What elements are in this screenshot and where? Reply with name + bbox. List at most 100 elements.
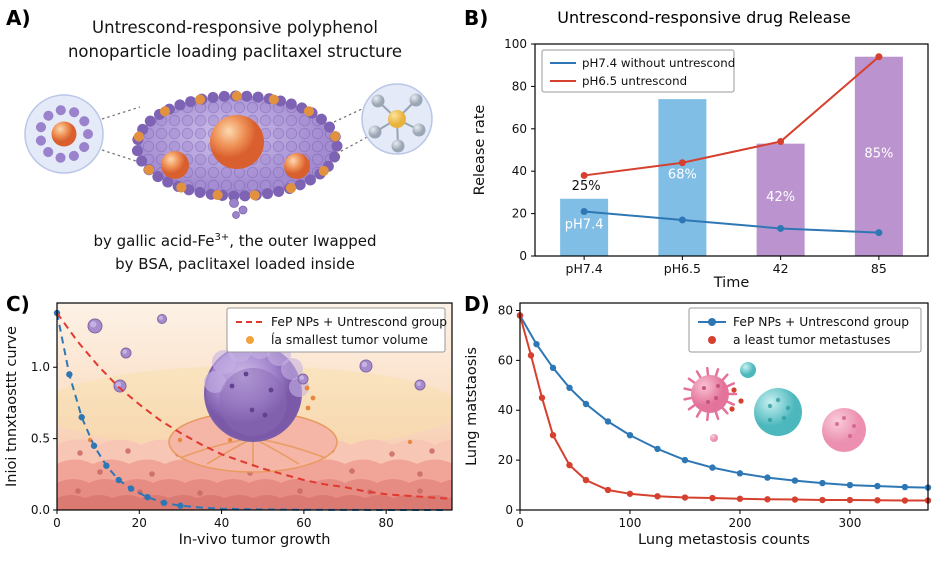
chart-label: 20 — [512, 207, 527, 221]
legend-label: pH6.5 untrescond — [582, 74, 687, 88]
series — [580, 53, 883, 237]
chart-label: 0.0 — [31, 503, 50, 517]
legend-label: FeP NPs + Untrescond group — [733, 315, 909, 329]
marker — [764, 496, 771, 503]
marker — [654, 445, 661, 453]
chart-label: 40 — [498, 403, 513, 417]
plot-border — [519, 302, 929, 511]
marker — [709, 494, 716, 502]
callout-connector — [335, 135, 370, 155]
marker — [626, 431, 634, 439]
callout-connector — [101, 106, 141, 120]
chart-label: 1.0 — [31, 360, 50, 374]
panel-a-title-line2: nonoparticle loading paclitaxel structur… — [67, 41, 403, 61]
chart-label: 80 — [379, 516, 394, 530]
series-line-1 — [583, 55, 880, 177]
marker — [681, 456, 689, 464]
marker — [901, 497, 909, 504]
marker — [874, 497, 881, 504]
chart-label: 0.5 — [31, 432, 50, 446]
legend-label: ĺa smallest tumor volume — [271, 332, 428, 347]
marker — [846, 481, 854, 489]
marker — [678, 216, 686, 224]
marker — [736, 495, 744, 502]
marker — [533, 340, 540, 348]
chart-label: 60 — [498, 353, 513, 367]
marker — [654, 493, 661, 500]
marker — [874, 482, 881, 490]
series — [516, 312, 932, 504]
marker — [777, 138, 785, 146]
y-axis-label: Inioi tnnxtaosttt curve — [4, 326, 20, 487]
marker — [791, 477, 799, 484]
bar-inner-label: 85% — [864, 146, 893, 161]
marker — [875, 229, 883, 237]
pink-cell — [822, 408, 866, 452]
legend: pH7.4 without untrescond pH6.5 untrescond — [541, 49, 735, 93]
plot-border — [56, 302, 453, 511]
paclitaxel-core-small — [284, 153, 310, 179]
right-callout-molecule-icon — [361, 83, 433, 155]
x-axis-label: Time — [713, 275, 750, 291]
legend-label: FeP NPs + Untrescond group — [271, 315, 447, 329]
marker — [819, 496, 826, 504]
legend: FeP NPs + Untrescond group ĺa smallest tu… — [226, 307, 447, 353]
spiky-pink-cell — [691, 375, 729, 413]
chart-label: 0 — [53, 516, 61, 530]
bar-42 — [756, 143, 805, 256]
marker — [626, 490, 634, 497]
bars — [560, 56, 903, 257]
chart-label: 85 — [871, 261, 887, 276]
tumor-tissue-illustration — [57, 303, 452, 510]
chart-label: 0 — [505, 503, 513, 517]
chart-label: 60 — [296, 516, 311, 530]
chart-label: 80 — [512, 79, 527, 93]
callout-connector — [333, 107, 365, 123]
panel-a-title-line1: Untrescond-responsive polyphenol — [92, 18, 378, 37]
panel-d-label: D) — [464, 292, 490, 316]
plot-border — [534, 43, 929, 257]
marker — [580, 207, 588, 215]
teal-cell — [754, 388, 802, 436]
marker — [566, 384, 573, 391]
chart-label: pH7.4 — [566, 261, 603, 276]
panel-a-title: Untrescond-responsive polyphenol nonopar… — [25, 16, 445, 64]
marker — [582, 400, 590, 408]
marker — [127, 485, 135, 492]
panel-a-illustration — [24, 83, 433, 219]
chart-label: 20 — [498, 453, 513, 467]
chart-label: 200 — [728, 516, 751, 530]
marker — [78, 414, 85, 421]
marker — [566, 461, 573, 469]
marker — [819, 479, 826, 487]
small-teal-cell — [740, 362, 756, 378]
marker — [115, 476, 122, 484]
chart-label: 0 — [519, 249, 527, 263]
chart-label: 40 — [214, 516, 229, 530]
marker — [549, 364, 557, 372]
chart-label: 100 — [504, 37, 527, 51]
marker — [549, 431, 557, 439]
marker — [681, 494, 689, 501]
chart-label: 80 — [498, 303, 513, 317]
marker — [764, 474, 771, 481]
marker — [527, 352, 535, 359]
x-axis-label: In-vivo tumor growth — [179, 532, 331, 548]
paclitaxel-core-small — [161, 151, 189, 179]
panel-b-label: B) — [464, 6, 489, 30]
panel-a-caption-line2: by BSA, paclitaxel loaded inside — [115, 254, 355, 273]
chart-label: 0 — [516, 516, 524, 530]
marker — [103, 462, 110, 469]
y-axis-label: Release rate — [472, 105, 488, 196]
bar-inner-label: 42% — [766, 190, 795, 205]
legend-label: pH7.4 without untrescond — [582, 56, 735, 70]
marker — [90, 442, 98, 449]
chart-label: 42 — [773, 261, 789, 276]
marker — [582, 476, 590, 484]
